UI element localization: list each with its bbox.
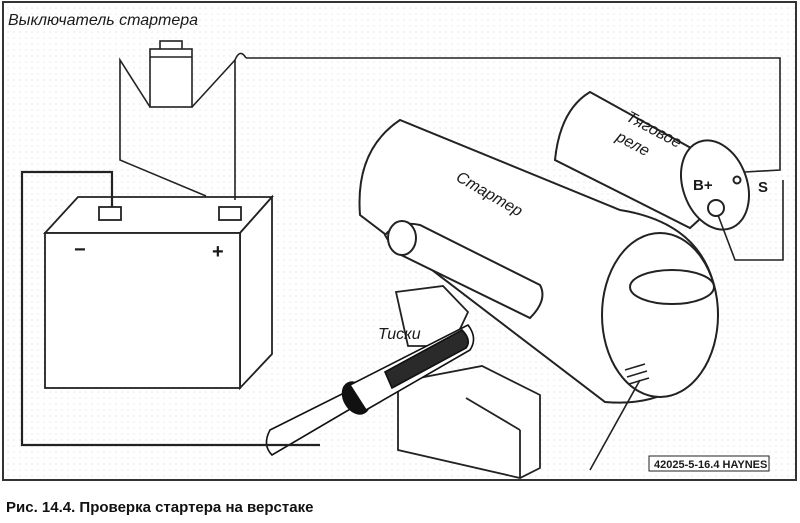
battery-plus-label: + (212, 241, 224, 263)
wiring (20, 52, 784, 471)
terminal-b-post (707, 199, 725, 217)
terminal-s-post (732, 175, 742, 185)
starter-switch (149, 40, 193, 108)
battery-positive-post (218, 206, 242, 221)
vise (394, 285, 541, 479)
battery-negative-post (98, 206, 122, 221)
starter-motor (358, 118, 720, 404)
vise-label: Тиски (378, 326, 421, 343)
starter-switch-label: Выключатель стартера (8, 12, 198, 29)
figure-code: 42025-5-16.4 HAYNES (654, 459, 767, 471)
starter-front-face (601, 232, 719, 398)
terminal-s-label: S (758, 179, 768, 196)
battery (42, 194, 275, 391)
figure-caption: Рис. 14.4. Проверка стартера на верстаке (6, 499, 314, 516)
terminal-b-label: B+ (693, 177, 713, 194)
battery-minus-label: − (74, 239, 86, 261)
figure-code-box (648, 455, 770, 472)
solenoid-end-cap (680, 139, 750, 231)
solenoid (553, 90, 750, 231)
screwdriver (265, 323, 475, 457)
